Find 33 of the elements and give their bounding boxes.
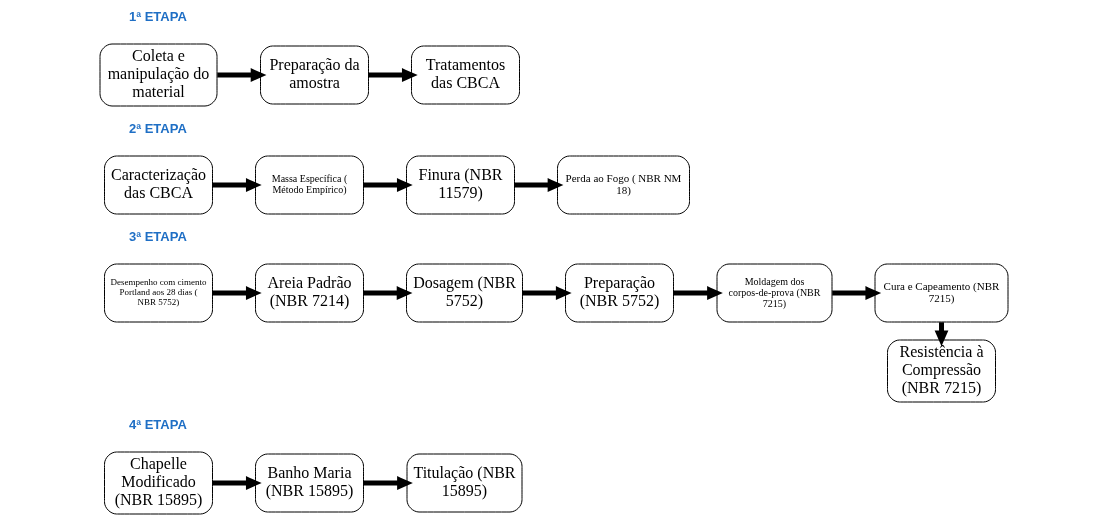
node-box: Coleta e manipulação do material — [99, 43, 218, 107]
node-box: Preparação (NBR 5752) — [565, 263, 674, 323]
arrow — [832, 286, 882, 300]
node-box: Areia Padrão (NBR 7214) — [255, 263, 364, 323]
arrow — [363, 178, 413, 192]
arrow — [368, 68, 418, 82]
arrow — [522, 286, 572, 300]
arrow — [363, 286, 413, 300]
node-box: Tratamentos das CBCA — [411, 45, 520, 105]
node-box: Preparação da amostra — [260, 45, 369, 105]
label: 4ª ETAPA — [129, 417, 187, 433]
arrow — [212, 178, 262, 192]
node-box: Banho Maria (NBR 15895) — [255, 453, 364, 513]
node-box: Resistência à Compressão (NBR 7215) — [887, 339, 996, 403]
node-box: Desempenho com cimento Portland aos 28 dias ( NBR 5752) — [104, 263, 213, 323]
arrow — [212, 476, 262, 490]
node-box: Titulação (NBR 15895) — [406, 453, 523, 513]
node-box: Caracterização das CBCA — [104, 155, 213, 215]
node-box: Moldagem dos corpos-de-prova (NBR 7215) — [716, 263, 833, 323]
arrow — [212, 286, 262, 300]
arrow — [217, 68, 267, 82]
label: 3ª ETAPA — [129, 229, 187, 245]
arrow — [363, 476, 413, 490]
node-box: Dosagem (NBR 5752) — [406, 263, 523, 323]
label: 1ª ETAPA — [129, 9, 187, 25]
arrow — [673, 286, 723, 300]
node-box: Cura e Capeamento (NBR 7215) — [874, 263, 1009, 323]
node-box: Finura (NBR 11579) — [406, 155, 515, 215]
label: 2ª ETAPA — [129, 121, 187, 137]
arrow — [514, 178, 564, 192]
node-box: Perda ao Fogo ( NBR NM 18) — [557, 155, 690, 215]
node-box: Chapelle Modificado (NBR 15895) — [104, 451, 213, 515]
node-box: Massa Específica ( Método Empírico) — [255, 155, 364, 215]
